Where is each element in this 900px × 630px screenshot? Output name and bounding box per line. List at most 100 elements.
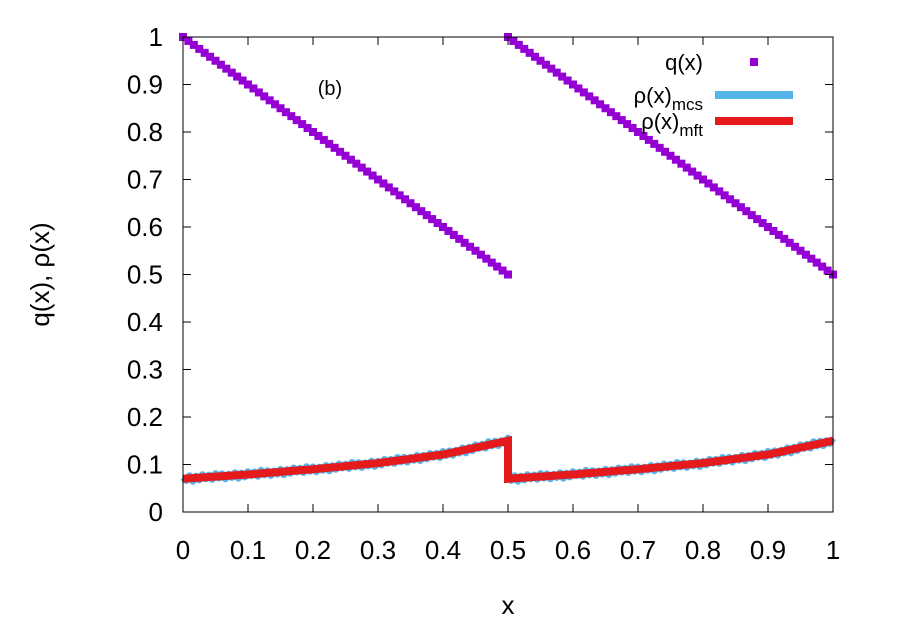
legend-label-base: ρ(x) bbox=[634, 83, 672, 108]
q-point bbox=[401, 195, 410, 204]
q-point bbox=[769, 226, 778, 235]
q-point bbox=[449, 230, 458, 239]
q-point bbox=[590, 96, 599, 105]
rho-mft-line bbox=[182, 435, 834, 484]
q-point bbox=[628, 124, 637, 133]
y-tick-label: 0.3 bbox=[127, 355, 163, 385]
q-point bbox=[411, 203, 420, 212]
q-point bbox=[715, 187, 724, 196]
q-point bbox=[466, 242, 475, 251]
q-point bbox=[569, 80, 577, 89]
x-axis-label: x bbox=[502, 590, 515, 620]
x-tick-label: 0.7 bbox=[620, 535, 656, 565]
q-point bbox=[747, 211, 756, 220]
q-point bbox=[363, 167, 372, 176]
y-tick-label: 0.9 bbox=[127, 70, 163, 100]
q-point bbox=[303, 124, 312, 133]
q-point bbox=[195, 44, 204, 53]
q-point bbox=[661, 147, 670, 156]
q-point bbox=[406, 199, 415, 208]
y-tick-label: 0 bbox=[149, 497, 163, 527]
q-point bbox=[671, 155, 680, 164]
q-point bbox=[623, 120, 632, 129]
q-point bbox=[558, 72, 567, 81]
q-point bbox=[227, 68, 236, 77]
q-point bbox=[823, 266, 832, 275]
q-point bbox=[222, 64, 231, 73]
q-point bbox=[650, 139, 659, 148]
q-point bbox=[357, 163, 366, 172]
q-point bbox=[666, 151, 675, 160]
y-tick-label: 0.6 bbox=[127, 212, 163, 242]
x-tick-label: 1 bbox=[826, 535, 840, 565]
q-point bbox=[796, 246, 805, 255]
q-point bbox=[249, 84, 258, 93]
x-tick-label: 0.5 bbox=[490, 535, 526, 565]
q-point bbox=[536, 56, 545, 65]
q-point bbox=[812, 258, 821, 267]
q-point bbox=[731, 199, 740, 208]
q-point bbox=[601, 104, 610, 113]
q-point bbox=[281, 108, 290, 117]
q-point bbox=[639, 131, 648, 140]
q-point bbox=[818, 262, 827, 271]
panel-annotation: (b) bbox=[318, 78, 342, 100]
q-point bbox=[541, 60, 550, 69]
q-point bbox=[644, 135, 653, 144]
q-point bbox=[709, 183, 718, 192]
q-point bbox=[244, 80, 252, 89]
q-point bbox=[655, 143, 664, 152]
q-point bbox=[780, 234, 789, 243]
y-tick-label: 0.8 bbox=[127, 117, 163, 147]
q-point bbox=[547, 64, 556, 73]
q-point bbox=[520, 44, 529, 53]
q-point bbox=[374, 175, 382, 184]
q-point bbox=[433, 219, 442, 228]
x-tick-label: 0.1 bbox=[230, 535, 266, 565]
legend-label-base: ρ(x) bbox=[641, 109, 679, 134]
q-point bbox=[596, 100, 605, 109]
q-point bbox=[807, 254, 816, 263]
legend-label-sub: mcs bbox=[672, 95, 703, 114]
y-tick-label: 1 bbox=[149, 22, 163, 52]
axis-ticks bbox=[182, 36, 834, 513]
q-point bbox=[439, 223, 447, 231]
q-point bbox=[206, 52, 215, 61]
q-point bbox=[612, 112, 621, 121]
q-point bbox=[287, 112, 296, 121]
q-point bbox=[758, 219, 767, 228]
q-point bbox=[233, 72, 242, 81]
q-point bbox=[514, 40, 523, 49]
x-tick-label: 0.6 bbox=[555, 535, 591, 565]
legend-label-sub: mft bbox=[679, 121, 703, 140]
q-point bbox=[390, 187, 399, 196]
q-point bbox=[720, 191, 729, 200]
y-tick-label: 0.5 bbox=[127, 260, 163, 290]
q-point bbox=[498, 266, 507, 275]
q-point bbox=[260, 92, 269, 101]
x-tick-label: 0.4 bbox=[425, 535, 461, 565]
q-point bbox=[211, 56, 220, 65]
q-point bbox=[552, 68, 561, 77]
q-point bbox=[346, 155, 355, 164]
q-point bbox=[487, 258, 496, 267]
q-point bbox=[493, 262, 502, 271]
q-point bbox=[336, 147, 345, 156]
q-point bbox=[314, 131, 323, 140]
y-tick-label: 0.4 bbox=[127, 307, 163, 337]
x-tick-label: 0.3 bbox=[360, 535, 396, 565]
legend-label-base: q(x) bbox=[665, 50, 703, 75]
q-point bbox=[319, 135, 328, 144]
legend-swatch-q bbox=[750, 58, 758, 66]
q-point bbox=[216, 60, 225, 69]
q-point bbox=[774, 230, 783, 239]
q-point bbox=[525, 48, 534, 57]
q-point bbox=[753, 215, 762, 224]
x-tick-label: 0 bbox=[176, 535, 190, 565]
q-point bbox=[617, 116, 626, 125]
legend-label: q(x) bbox=[665, 50, 703, 75]
q-point bbox=[736, 203, 745, 212]
